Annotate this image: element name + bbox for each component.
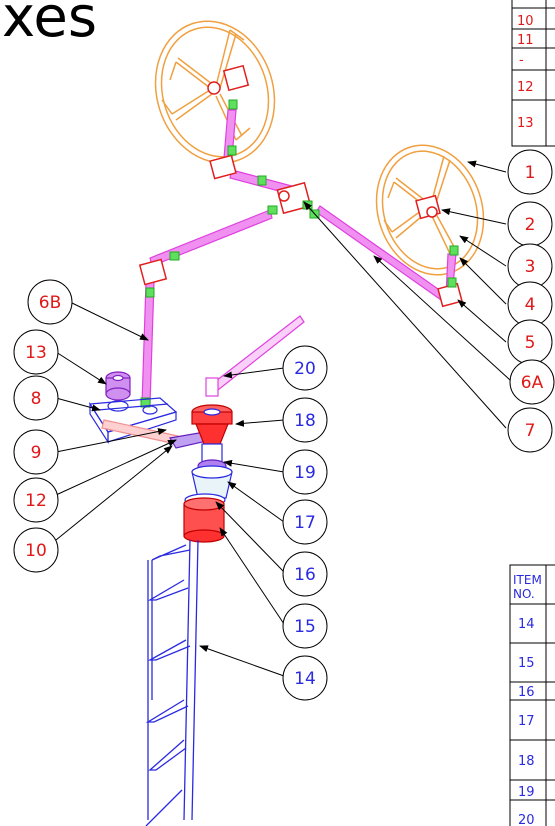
balloon-17: 17: [282, 499, 328, 545]
bottom-table-header-no: NO.: [513, 587, 535, 601]
balloon-14: 14: [282, 655, 328, 701]
gearboxes: [138, 64, 463, 308]
top-table-row-13: 13: [517, 116, 534, 131]
svg-text:6A: 6A: [521, 373, 544, 393]
svg-text:8: 8: [31, 389, 42, 409]
svg-text:17: 17: [294, 513, 316, 533]
svg-text:6B: 6B: [39, 293, 61, 313]
top-table-row-dash: -: [519, 53, 524, 68]
bottom-table-row-19: 19: [518, 785, 535, 800]
balloon-19: 19: [282, 449, 328, 495]
svg-text:15: 15: [294, 617, 316, 637]
balloon-5: 5: [507, 319, 553, 365]
part-13-bearing: [105, 371, 131, 401]
drive-shafts: [141, 109, 457, 405]
bottom-parts-table: ITEM NO. 14 15 16 17 18 19 20: [509, 564, 555, 826]
svg-text:7: 7: [525, 421, 536, 441]
balloon-6B: 6B: [27, 279, 73, 325]
stem-column: [183, 315, 305, 543]
title-fragment: xes: [2, 0, 97, 50]
bottom-table-row-18: 18: [518, 754, 535, 769]
bottom-table-row-15: 15: [518, 656, 535, 671]
svg-text:2: 2: [525, 215, 536, 235]
svg-text:10: 10: [25, 541, 47, 561]
svg-text:16: 16: [294, 565, 316, 585]
balloon-15: 15: [282, 603, 328, 649]
svg-text:18: 18: [294, 411, 316, 431]
bottom-table-row-16: 16: [518, 685, 535, 700]
balloon-12: 12: [13, 477, 59, 523]
balloon-10: 10: [13, 527, 59, 573]
bottom-table-row-20: 20: [518, 813, 535, 826]
balloon-6A: 6A: [509, 359, 555, 405]
balloon-7: 7: [507, 407, 553, 453]
svg-text:14: 14: [294, 669, 316, 689]
handwheel-top: [154, 20, 276, 164]
base-assembly: [88, 397, 178, 445]
svg-text:5: 5: [525, 333, 536, 353]
top-table-row-11: 11: [517, 33, 534, 48]
balloon-4: 4: [507, 281, 553, 327]
balloons: 1 2 3 4 5 6A 7 6B 13 8 9 12 10 20 18: [13, 149, 555, 701]
svg-text:1: 1: [525, 163, 536, 183]
svg-text:4: 4: [525, 295, 536, 315]
balloon-8: 8: [13, 375, 59, 421]
svg-text:19: 19: [294, 463, 316, 483]
balloon-16: 16: [282, 551, 328, 597]
top-table-row-12: 12: [517, 80, 534, 95]
balloon-3: 3: [507, 243, 553, 289]
svg-text:12: 12: [25, 491, 47, 511]
leader-lines: [55, 160, 511, 677]
bottom-table-header-item: ITEM: [513, 573, 542, 587]
svg-text:9: 9: [31, 443, 42, 463]
balloon-1: 1: [507, 149, 553, 195]
balloon-18: 18: [282, 397, 328, 443]
balloon-13: 13: [13, 329, 59, 375]
top-parts-table: 10 11 - 12 13: [511, 0, 555, 147]
svg-text:3: 3: [525, 257, 536, 277]
rack-14: [145, 539, 199, 826]
bottom-table-row-17: 17: [518, 714, 535, 729]
svg-text:20: 20: [294, 359, 316, 379]
balloon-2: 2: [507, 201, 553, 247]
balloon-20: 20: [282, 345, 328, 391]
top-table-row-10: 10: [517, 14, 534, 29]
balloon-9: 9: [13, 429, 59, 475]
svg-text:13: 13: [25, 343, 47, 363]
bottom-table-row-14: 14: [518, 617, 535, 632]
